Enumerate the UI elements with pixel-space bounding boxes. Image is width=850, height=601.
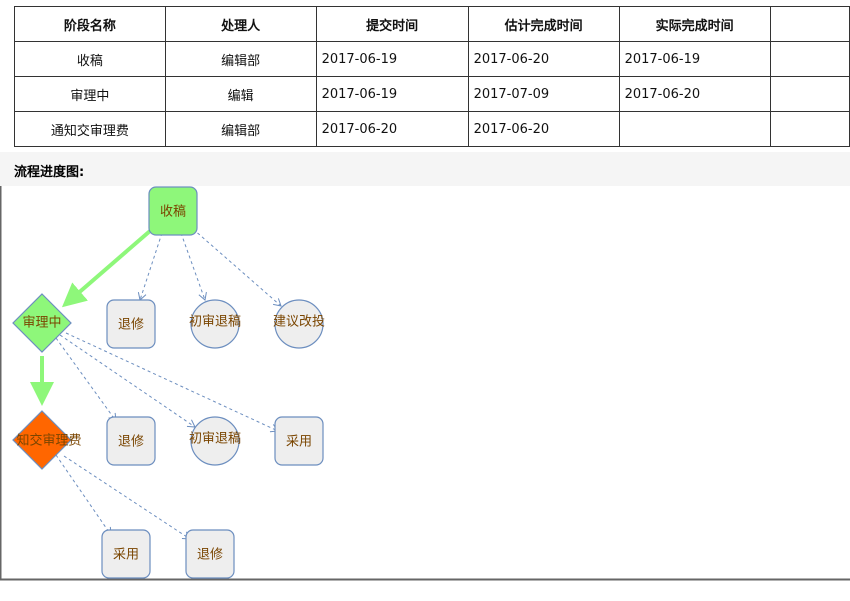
node-reject[interactable]	[190, 299, 240, 349]
node-label: 采用	[286, 435, 312, 450]
table-cell: 审理中	[14, 76, 166, 112]
node-revise[interactable]	[106, 416, 156, 466]
node-reviewing[interactable]	[12, 293, 72, 353]
col-header: 估计完成时间	[467, 6, 620, 42]
table-cell: 2017-06-19	[315, 76, 469, 112]
section-header: 流程进度图:	[0, 152, 850, 186]
table-cell: 通知交审理费	[14, 111, 166, 147]
node-label: 知交审理费	[16, 433, 81, 449]
col-header: 处理人	[164, 6, 317, 42]
dashed-edges	[55, 228, 282, 540]
col-header: 阶段名称	[14, 6, 166, 42]
table-cell	[769, 41, 850, 77]
table-cell: 编辑部	[164, 111, 317, 147]
table-cell	[769, 76, 850, 112]
table-cell	[618, 111, 771, 147]
node-transfer[interactable]	[274, 299, 324, 349]
node-accept[interactable]	[274, 416, 324, 466]
section-title: 流程进度图:	[14, 165, 85, 180]
node-reject[interactable]	[190, 416, 240, 466]
node-label: 审理中	[22, 316, 61, 331]
node-label: 退修	[118, 435, 144, 450]
node-label: 收稿	[160, 204, 186, 220]
node-accept[interactable]	[101, 529, 151, 579]
node-label: 建议改投	[273, 314, 325, 330]
node-revise[interactable]	[106, 299, 156, 349]
table-cell	[769, 111, 850, 147]
flow-arrow	[61, 229, 152, 308]
node-label: 初审退稿	[189, 431, 241, 447]
node-received[interactable]	[148, 186, 198, 236]
node-label: 退修	[118, 318, 144, 333]
node-label: 采用	[113, 548, 139, 563]
node-label: 初审退稿	[189, 314, 241, 330]
table-cell: 2017-06-20	[315, 111, 469, 147]
table-cell: 收稿	[14, 41, 166, 77]
node-fee[interactable]	[12, 410, 72, 470]
node-label: 退修	[197, 548, 223, 563]
table-cell: 编辑	[164, 76, 317, 112]
col-header	[769, 6, 850, 42]
table-cell: 2017-06-19	[618, 41, 771, 77]
table-cell: 2017-06-20	[467, 41, 620, 77]
table-cell: 2017-06-20	[467, 111, 620, 147]
node-revise[interactable]	[185, 529, 235, 579]
